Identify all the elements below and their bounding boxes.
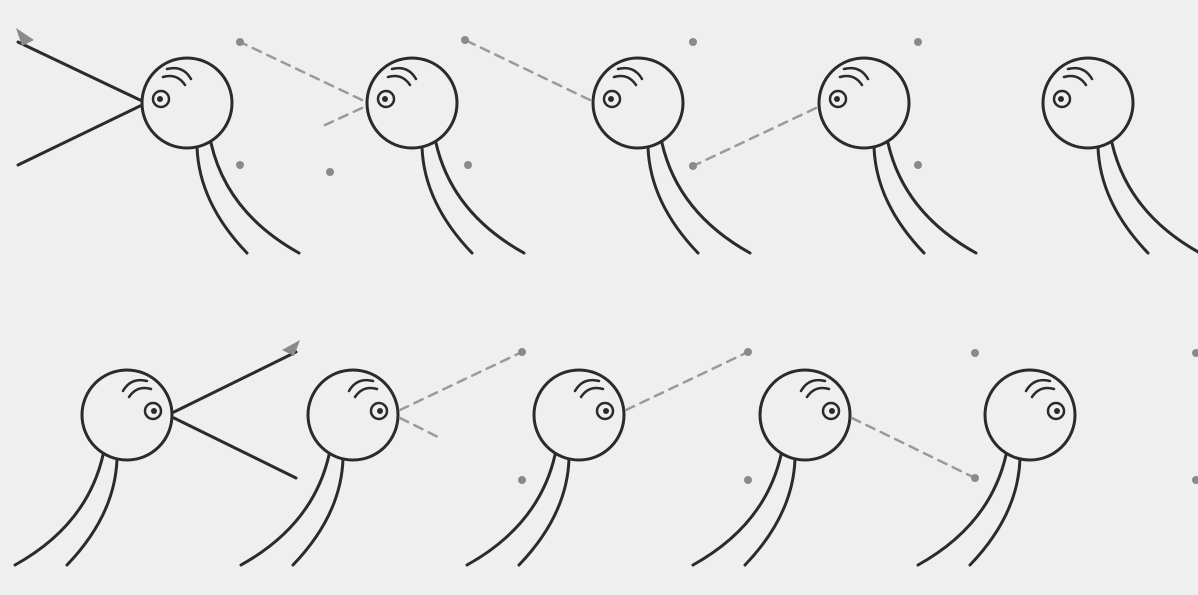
row-2-bird-5-icon xyxy=(918,370,1075,565)
guide-dot-icon xyxy=(689,38,697,46)
bird-leg-line xyxy=(436,143,524,253)
bird-leg-line xyxy=(918,455,1006,565)
row-1-bird-2-icon xyxy=(367,58,524,253)
guide-dot-icon xyxy=(464,161,472,169)
bird-leg-line xyxy=(422,147,472,253)
trace-beak-upper xyxy=(465,40,590,100)
row-2-bird-4-icon xyxy=(693,370,850,565)
bird-eyebrow xyxy=(388,76,410,85)
row-1-bird-5-icon xyxy=(1043,58,1198,253)
guide-dot-icon xyxy=(744,348,752,356)
example-beak-lower xyxy=(174,418,296,478)
bird-pupil xyxy=(829,408,835,414)
bird-pupil xyxy=(157,96,163,102)
row-1-bird-3-icon xyxy=(593,58,750,253)
guide-dot-icon xyxy=(1192,476,1198,484)
guide-dot-icon xyxy=(971,349,979,357)
bird-leg-line xyxy=(693,455,781,565)
row-2-bird-1-icon xyxy=(15,370,172,565)
example-beak-upper xyxy=(174,352,296,412)
bird-eyebrow xyxy=(581,388,603,397)
bird-eyebrow xyxy=(355,388,377,397)
bird-eyebrow xyxy=(1064,76,1086,85)
bird-leg-line xyxy=(211,143,299,253)
guide-dot-icon xyxy=(326,168,334,176)
bird-eyebrow xyxy=(129,388,151,397)
trace-beak-upper xyxy=(400,352,522,410)
example-beak-upper xyxy=(18,42,140,100)
trace-beak-lower xyxy=(693,108,816,166)
guide-dot-icon xyxy=(236,38,244,46)
row-1-bird-1-icon xyxy=(142,58,299,253)
example-beak-lower xyxy=(18,106,140,165)
bird-pupil xyxy=(1058,96,1064,102)
bird-leg-line xyxy=(293,459,343,565)
bird-eyebrow xyxy=(840,76,862,85)
bird-leg-line xyxy=(1112,143,1198,253)
bird-pupil xyxy=(382,96,388,102)
bird-leg-line xyxy=(467,455,555,565)
arrow-start-icon xyxy=(282,340,300,356)
bird-pupil xyxy=(377,408,383,414)
guide-dot-icon xyxy=(914,38,922,46)
bird-leg-line xyxy=(15,455,103,565)
bird-pupil xyxy=(1054,408,1060,414)
guide-dot-icon xyxy=(518,348,526,356)
row-1-bird-4-icon xyxy=(819,58,976,253)
bird-pupil xyxy=(834,96,840,102)
guide-dot-icon xyxy=(518,476,526,484)
guide-dot-icon xyxy=(971,474,979,482)
trace-beak-upper xyxy=(240,42,362,100)
row-2-bird-3-icon xyxy=(467,370,624,565)
trace-beak-lower xyxy=(852,418,975,478)
bird-leg-line xyxy=(745,459,795,565)
bird-eyebrow xyxy=(614,76,636,85)
guide-dot-icon xyxy=(236,161,244,169)
guide-dot-icon xyxy=(689,162,697,170)
bird-pupil xyxy=(603,408,609,414)
bird-leg-line xyxy=(1098,147,1148,253)
guide-dot-icon xyxy=(914,161,922,169)
bird-eyebrow xyxy=(1032,388,1054,397)
trace-beak-lower xyxy=(400,418,440,438)
bird-leg-line xyxy=(888,143,976,253)
trace-beak-upper xyxy=(626,352,748,410)
bird-eyebrow xyxy=(163,76,185,85)
guide-dot-icon xyxy=(461,36,469,44)
row-2-bird-2-icon xyxy=(241,370,398,565)
bird-leg-line xyxy=(519,459,569,565)
trace-beak-lower xyxy=(325,108,362,125)
bird-pupil xyxy=(608,96,614,102)
bird-leg-line xyxy=(67,459,117,565)
guide-dot-icon xyxy=(1192,349,1198,357)
bird-pupil xyxy=(151,408,157,414)
bird-eyebrow xyxy=(807,388,829,397)
guide-dot-icon xyxy=(744,476,752,484)
